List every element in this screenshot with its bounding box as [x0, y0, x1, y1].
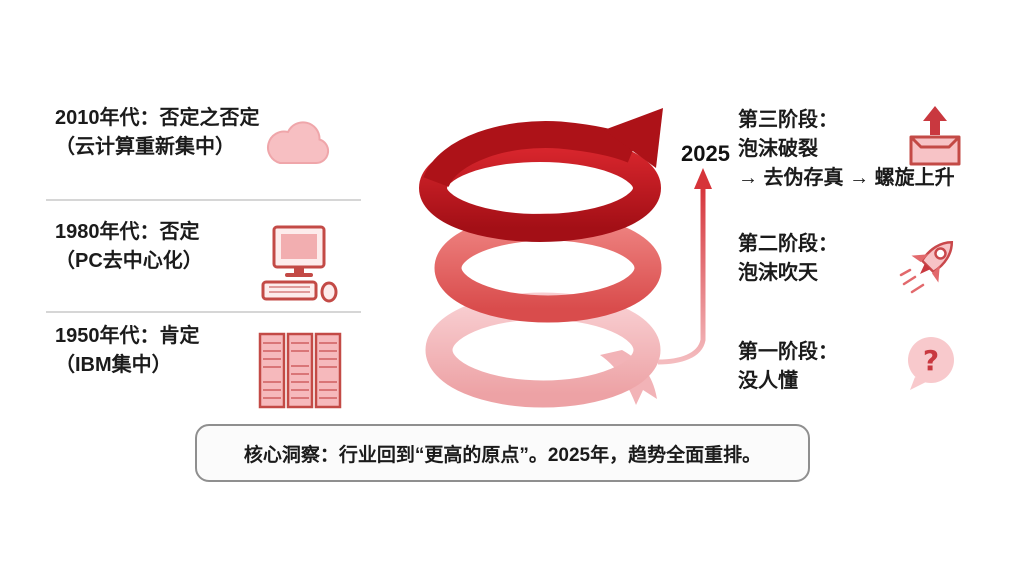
era-2010s-subtitle: （云计算重新集中） [55, 136, 235, 158]
stage-2: 第二阶段： 泡沫吹天 [738, 230, 838, 288]
stage-2-title: 第二阶段： [738, 233, 838, 255]
stage-1: 第一阶段： 没人懂 [738, 338, 838, 396]
spiral-arrowhead-icon [604, 108, 663, 168]
insight-text: 行业回到“更高的原点”。2025年，趋势全面重排。 [338, 444, 762, 466]
stage-1-line2: 没人懂 [738, 370, 798, 392]
question-mark-glyph: ? [923, 344, 939, 377]
stage-1-title: 第一阶段： [738, 341, 838, 363]
era-2010s: 2010年代：否定之否定 （云计算重新集中） [55, 104, 260, 162]
question-bubble-icon: ? [902, 334, 960, 399]
stage-3: 第三阶段： 泡沫破裂 → 去伪存真 → 螺旋上升 [738, 106, 955, 193]
divider-bottom [46, 311, 361, 313]
stage-3-title: 第三阶段： [738, 109, 838, 131]
year-indicator-line [657, 186, 706, 365]
year-label: 2025 [681, 141, 730, 166]
era-1950s-subtitle: （IBM集中） [55, 354, 172, 376]
era-2010s-title: 2010年代：否定之否定 [55, 107, 260, 129]
stage-3-line2: 泡沫破裂 [738, 138, 818, 160]
insight-label: 核心洞察： [243, 444, 339, 466]
year-indicator-arrowhead-icon [694, 168, 712, 189]
spiral-top-loop [419, 134, 661, 242]
rocket-icon [898, 232, 966, 303]
mainframe-server-icon [256, 330, 344, 415]
spiral-arrow-shaft [423, 120, 639, 188]
insight-box: 核心洞察： 行业回到“更高的原点”。2025年，趋势全面重排。 [195, 424, 810, 482]
era-1950s: 1950年代：肯定 （IBM集中） [55, 322, 200, 380]
outbox-up-arrow-icon [906, 104, 964, 173]
stage-3-line3: → 去伪存真 → 螺旋上升 [738, 167, 955, 189]
desktop-computer-icon [258, 224, 340, 309]
era-1950s-title: 1950年代：肯定 [55, 325, 200, 347]
era-1980s-title: 1980年代：否定 [55, 221, 200, 243]
stage-2-line2: 泡沫吹天 [738, 262, 818, 284]
divider-top [46, 199, 361, 201]
era-1980s: 1980年代：否定 （PC去中心化） [55, 218, 203, 276]
cloud-icon [262, 118, 336, 177]
era-1980s-subtitle: （PC去中心化） [55, 250, 203, 272]
